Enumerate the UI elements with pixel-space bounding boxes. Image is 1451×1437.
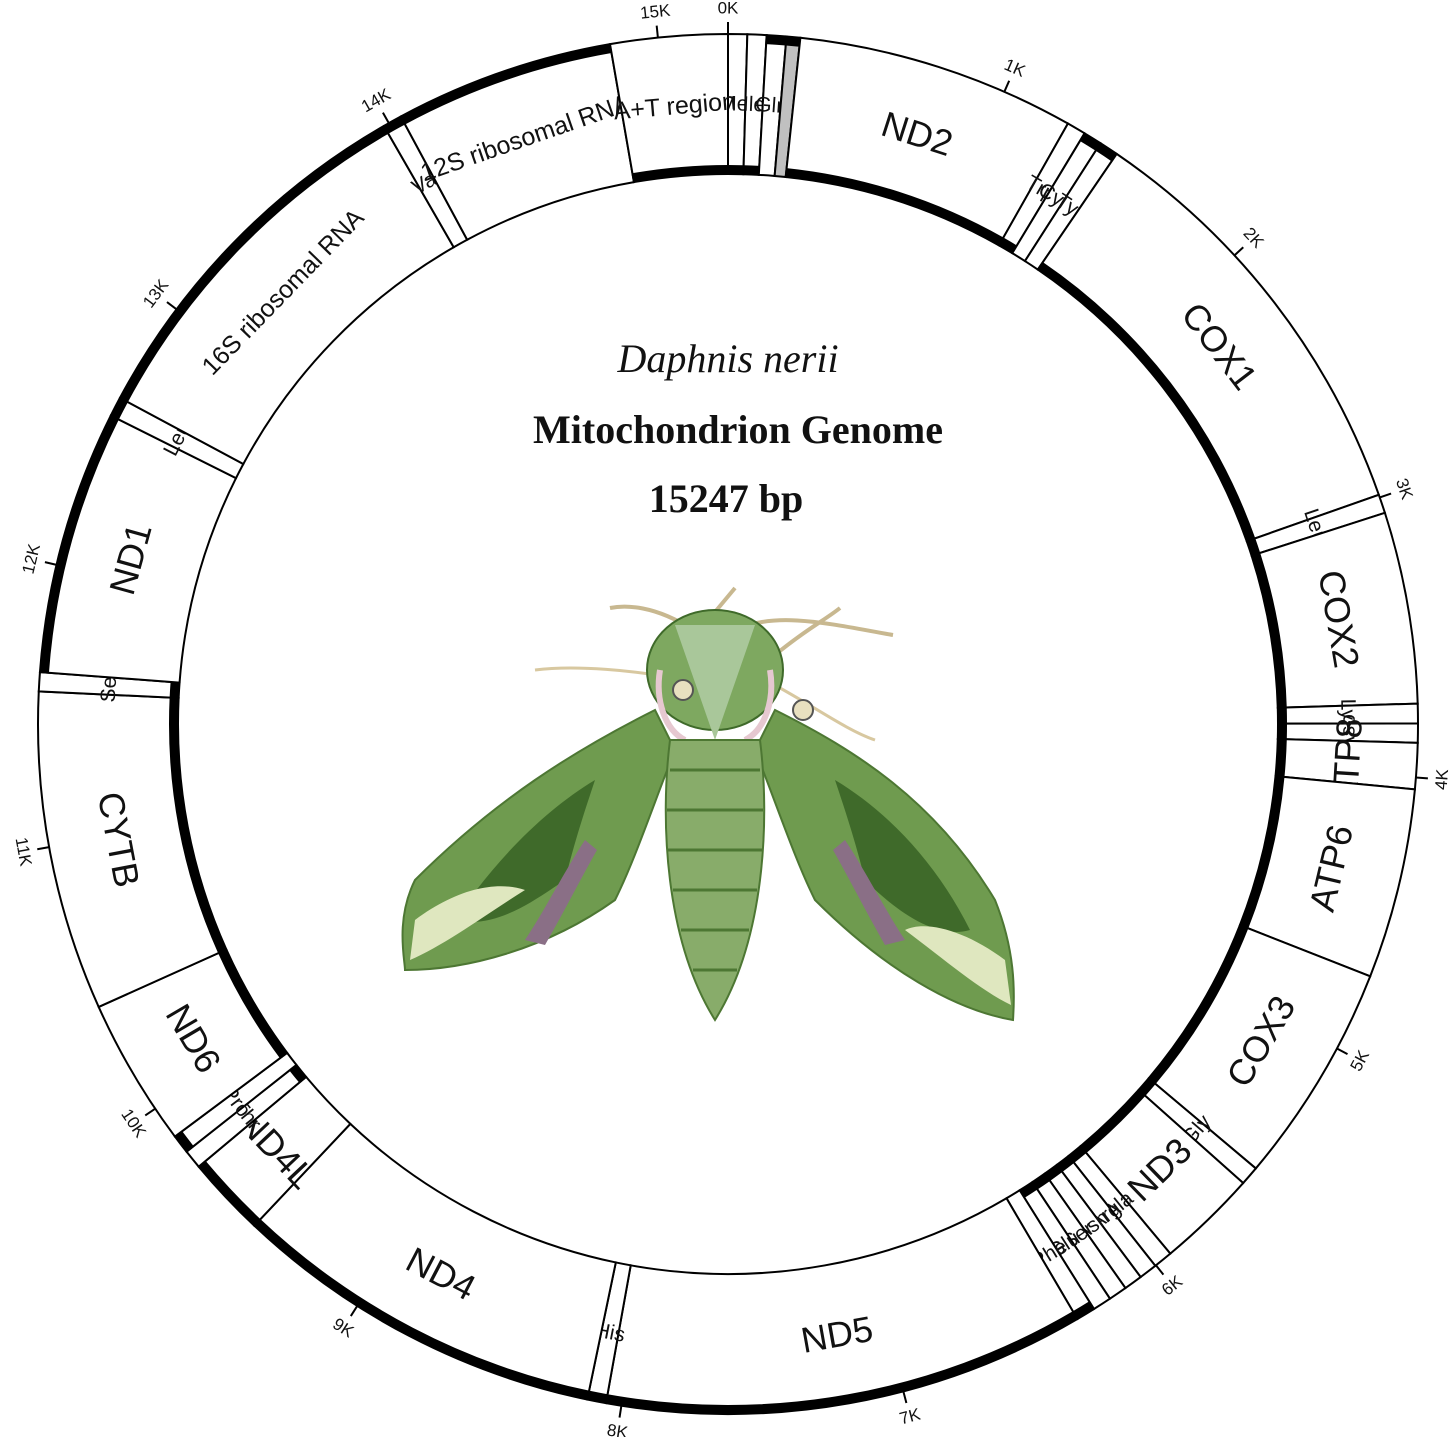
tick-label: 3K — [1392, 476, 1417, 503]
tick-mark — [1004, 81, 1009, 92]
feature-gap-strand-bar — [786, 36, 801, 46]
tick-label: 6K — [1158, 1271, 1187, 1299]
tick-label: 0K — [718, 0, 739, 18]
feature-gln-strand-bar — [766, 35, 786, 45]
tick-label: 8K — [606, 1420, 630, 1437]
tick-mark — [903, 1391, 906, 1403]
tick-mark — [45, 562, 57, 565]
genome-title: Mitochondrion Genome — [533, 407, 943, 452]
tick-label: 15K — [639, 1, 672, 23]
feature-nd5-segment — [606, 1198, 1077, 1414]
tick-mark — [383, 113, 389, 123]
tick-label: 10K — [117, 1105, 150, 1141]
tick-label: 13K — [139, 275, 173, 311]
feature-ser-strand-bar — [170, 682, 180, 698]
tick-label: 12K — [19, 541, 45, 575]
tick-label: 7K — [897, 1404, 923, 1428]
tick-mark — [145, 1109, 155, 1116]
moth-image — [403, 588, 1014, 1020]
tick-mark — [620, 1406, 622, 1418]
tick-mark — [1337, 1049, 1348, 1055]
tick-label: 5K — [1347, 1047, 1374, 1075]
genome-size: 15247 bp — [649, 476, 804, 521]
tick-label: 11K — [12, 836, 36, 869]
species-name: Daphnis nerii — [616, 336, 838, 381]
tick-mark — [351, 1306, 357, 1316]
tick-mark — [1416, 777, 1428, 778]
tick-mark — [37, 847, 49, 849]
feature-asp-strand-bar — [1278, 724, 1287, 740]
tick-label: 4K — [1432, 768, 1451, 791]
feature-lys-strand-bar — [1278, 707, 1287, 723]
tick-label: 1K — [1001, 55, 1028, 81]
tick-mark — [1156, 1265, 1163, 1274]
tick-label: 9K — [329, 1314, 357, 1342]
tick-mark — [1234, 247, 1243, 255]
tick-mark — [1380, 494, 1391, 498]
feature-ile-strand-bar — [743, 165, 759, 175]
tick-label: 14K — [358, 84, 394, 116]
tick-mark — [657, 26, 658, 38]
feature-met-strand-bar — [728, 165, 744, 174]
tick-mark — [167, 302, 177, 309]
